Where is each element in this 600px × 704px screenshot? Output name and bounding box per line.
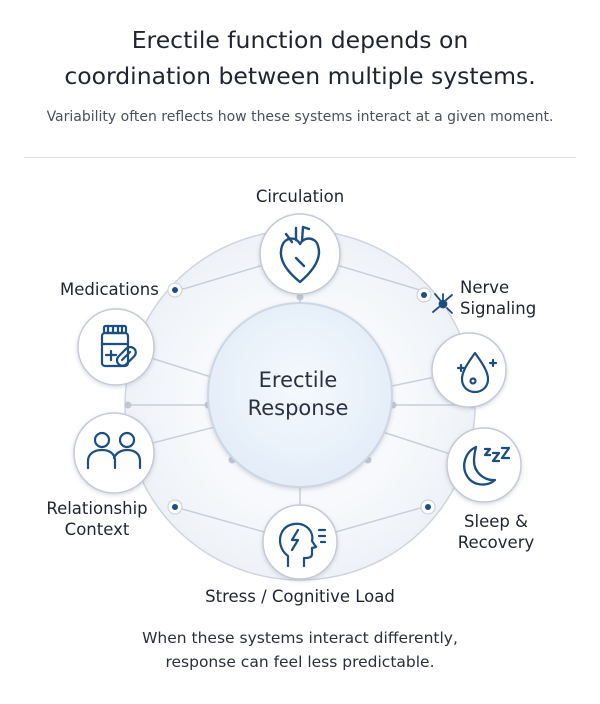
accent-dots: [167, 282, 436, 515]
nerve-icon: [432, 293, 453, 314]
label-relationship-context: Relationship Context: [32, 498, 162, 540]
footer-line-1: When these systems interact differently,: [142, 629, 458, 647]
label-sleep-line-2: Recovery: [457, 533, 535, 552]
label-sleep-line-1: Sleep &: [464, 512, 528, 531]
moon-icon: [463, 445, 511, 486]
center-label-line-1: Erectile: [258, 368, 338, 392]
label-medications: Medications: [60, 280, 159, 299]
label-sleep-recovery: Sleep & Recovery: [444, 511, 548, 553]
label-nerve-line-2: Signaling: [460, 299, 537, 318]
title-line-2: coordination between multiple systems.: [64, 62, 536, 90]
footer-line-2: response can feel less predictable.: [165, 653, 435, 671]
droplet-icon: [456, 351, 498, 394]
node-medications: [77, 308, 155, 386]
node-relationship: [73, 412, 155, 494]
subtitle: Variability often reflects how these sys…: [46, 109, 554, 125]
center-circle: [207, 302, 393, 488]
head-icon: [278, 522, 327, 568]
label-relationship-line-1: Relationship: [46, 499, 148, 518]
pill-bottle-icon: [100, 324, 137, 368]
divider: [24, 157, 576, 158]
node-sleep: [446, 427, 522, 503]
node-circulation: [259, 213, 341, 295]
center-label: Erectile Response: [218, 366, 378, 422]
title-line-1: Erectile function depends on: [131, 26, 469, 54]
page-title: Erectile function depends on coordinatio…: [0, 22, 600, 94]
people-icon: [86, 431, 142, 470]
footer-note: When these systems interact differently,…: [0, 626, 600, 674]
label-nerve-line-1: Nerve: [460, 278, 510, 297]
label-nerve-signaling: Nerve Signaling: [460, 277, 536, 319]
node-stress: [262, 504, 338, 580]
heart-icon: [279, 225, 321, 284]
center-label-line-2: Response: [247, 396, 349, 420]
label-relationship-line-2: Context: [64, 520, 130, 539]
node-hormone: [431, 332, 507, 408]
label-stress-cognitive-load: Stress / Cognitive Load: [205, 587, 395, 606]
label-circulation: Circulation: [255, 187, 345, 206]
